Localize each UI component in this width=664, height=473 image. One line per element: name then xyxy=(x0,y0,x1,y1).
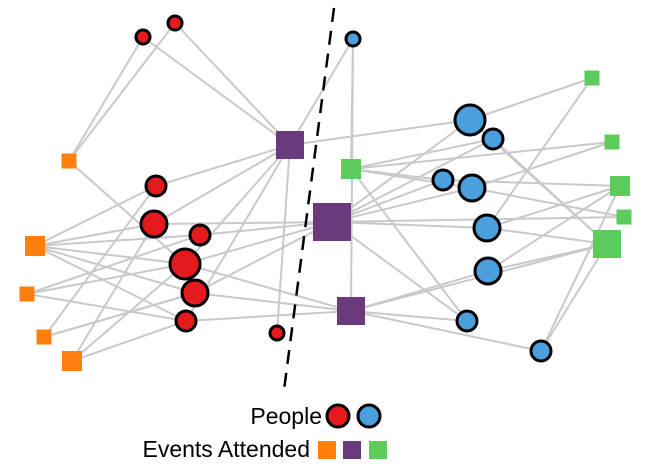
edge-b2-p2 xyxy=(331,119,471,223)
edge-b4-g1 xyxy=(350,138,494,170)
person-node-red xyxy=(268,324,286,342)
legend-people-blue-swatch xyxy=(356,403,382,429)
event-node-orange xyxy=(25,236,45,256)
edge-b2-g2 xyxy=(469,77,593,121)
person-node-blue xyxy=(472,213,502,243)
person-node-blue xyxy=(453,103,487,137)
event-node-green xyxy=(584,70,600,86)
edge-r5-p2 xyxy=(199,221,333,236)
event-node-green xyxy=(593,230,621,258)
edge-r1-p1 xyxy=(142,36,291,146)
edge-b4-p2 xyxy=(331,138,494,223)
event-node-orange xyxy=(36,329,52,345)
person-node-blue xyxy=(481,127,505,151)
edge-b5-g5 xyxy=(471,187,625,218)
person-node-red xyxy=(180,278,210,308)
edge-r9-p1 xyxy=(276,144,291,334)
event-node-orange xyxy=(61,153,77,169)
person-node-blue xyxy=(529,339,553,363)
legend-events-label: Events Attended xyxy=(142,436,310,462)
person-node-blue xyxy=(344,30,362,48)
edge-r6-p2 xyxy=(184,221,333,265)
event-node-orange xyxy=(19,286,35,302)
edge-r7-o2 xyxy=(34,245,196,294)
edge-b8-p2 xyxy=(331,221,468,322)
edge-r5-o3 xyxy=(26,234,201,295)
edge-r4-o5 xyxy=(71,223,155,362)
edge-b9-p3 xyxy=(350,310,542,352)
edge-r2-p1 xyxy=(174,22,291,146)
person-node-red xyxy=(144,174,168,198)
edge-b9-g4 xyxy=(540,185,621,352)
edge-b4-g6 xyxy=(492,138,608,245)
legend: People Events Attended xyxy=(142,403,387,462)
edge-r4-p1 xyxy=(153,144,291,225)
group-divider-line xyxy=(282,7,336,391)
edge-r8-p3 xyxy=(185,310,352,322)
event-node-purple xyxy=(337,297,365,325)
person-node-red xyxy=(166,14,184,32)
legend-event-purple-swatch xyxy=(343,441,361,459)
person-node-blue xyxy=(457,173,487,203)
event-node-green xyxy=(616,209,632,225)
event-node-purple xyxy=(276,131,304,159)
legend-event-orange-swatch xyxy=(318,441,336,459)
edges-layer xyxy=(26,22,625,362)
legend-event-green-swatch xyxy=(369,441,387,459)
person-node-blue xyxy=(455,309,479,333)
edge-b1-p1 xyxy=(289,38,354,146)
person-node-blue xyxy=(431,168,455,192)
edge-b7-g4 xyxy=(487,185,621,272)
edge-r8-o5 xyxy=(71,320,187,362)
edge-r2-o1 xyxy=(68,22,176,162)
legend-people-red-swatch xyxy=(325,403,351,429)
edge-r7-p2 xyxy=(194,221,333,294)
event-node-green xyxy=(610,176,630,196)
edge-b8-p3 xyxy=(350,310,468,322)
edge-r1-o1 xyxy=(68,36,144,162)
edge-b6-g2 xyxy=(486,77,593,229)
edge-r7-p3 xyxy=(194,292,352,312)
person-node-red xyxy=(168,247,202,281)
edge-o1-r6 xyxy=(68,160,186,265)
edge-r5-o2 xyxy=(34,234,201,247)
edge-r3-o2 xyxy=(34,185,157,247)
event-node-green xyxy=(604,134,620,150)
edge-r6-o3 xyxy=(26,263,186,295)
edge-b6-g4 xyxy=(486,185,621,229)
person-node-red xyxy=(174,309,198,333)
edge-b6-p2 xyxy=(331,221,488,229)
nodes-layer xyxy=(19,14,632,371)
edge-b9-g6 xyxy=(540,243,608,352)
edge-b8-g1 xyxy=(350,168,468,322)
person-node-blue xyxy=(473,256,503,286)
edge-r6-o2 xyxy=(34,245,186,265)
edge-b5-g3 xyxy=(471,141,613,189)
event-node-orange xyxy=(62,351,82,371)
edge-g1-g3 xyxy=(350,141,613,170)
event-node-purple xyxy=(313,203,351,241)
person-node-red xyxy=(134,28,152,46)
event-node-green xyxy=(341,159,361,179)
edge-b5-p2 xyxy=(331,187,473,223)
edge-o4-r7 xyxy=(43,292,196,338)
edge-r3-p1 xyxy=(155,144,291,187)
edge-r8-o2 xyxy=(34,245,187,322)
legend-people-label: People xyxy=(250,403,322,429)
edge-b6-g6 xyxy=(486,227,608,245)
edge-r6-p3 xyxy=(184,263,352,312)
edge-o3-r8 xyxy=(26,293,187,322)
person-node-red xyxy=(139,209,169,239)
edge-r4-o2 xyxy=(34,223,155,247)
edge-r3-o4 xyxy=(43,185,157,338)
edge-b2-p1 xyxy=(289,119,471,146)
person-node-red xyxy=(188,223,212,247)
